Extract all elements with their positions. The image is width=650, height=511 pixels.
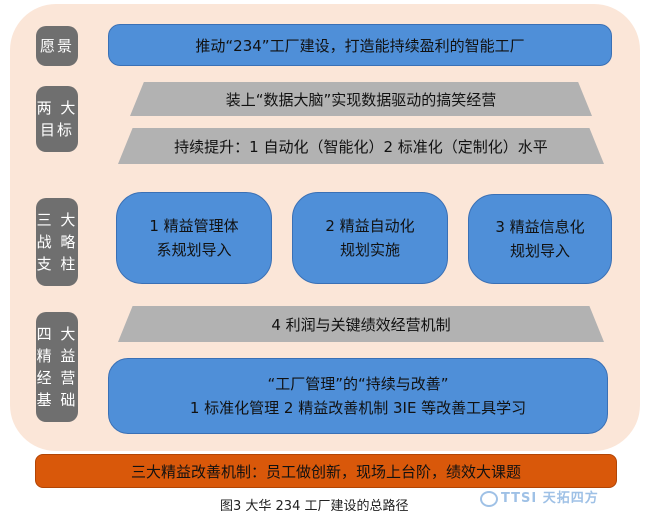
strategy-pillar-2: 2 精益自动化 规划实施: [292, 192, 448, 284]
goal-1-bar: 装上“数据大脑”实现数据驱动的搞笑经营: [130, 82, 592, 116]
goal-2-bar: 持续提升：1 自动化（智能化）2 标准化（定制化）水平: [118, 128, 604, 164]
improvement-title: “工厂管理”的“持续与改善”: [267, 375, 449, 393]
goals-label: 两 大 目标: [36, 86, 78, 152]
ttsi-logo-icon: [480, 490, 498, 507]
strategies-label: 三 大 战 略 支 柱: [36, 198, 78, 286]
strategy-pillar-3: 3 精益信息化 规划导入: [468, 194, 612, 284]
foundations-label: 四 大 精 益 经 营 基 础: [36, 312, 78, 422]
figure-caption: 图3 大华 234 工厂建设的总路径: [220, 499, 409, 511]
vision-bar: 推动“234”工厂建设，打造能持续盈利的智能工厂: [108, 24, 612, 66]
vision-label: 愿景: [36, 26, 78, 66]
profit-mechanism-bar: 4 利润与关键绩效经营机制: [118, 306, 604, 342]
improvement-items: 1 标准化管理 2 精益改善机制 3IE 等改善工具学习: [189, 399, 527, 417]
watermark: TTSI 天拓四方: [480, 487, 599, 507]
improvement-mechanism-bar: 三大精益改善机制：员工做创新，现场上台阶，绩效大课题: [35, 454, 617, 488]
continuous-improvement-box: “工厂管理”的“持续与改善” 1 标准化管理 2 精益改善机制 3IE 等改善工…: [108, 358, 608, 434]
strategy-pillar-1: 1 精益管理体 系规划导入: [116, 192, 272, 284]
